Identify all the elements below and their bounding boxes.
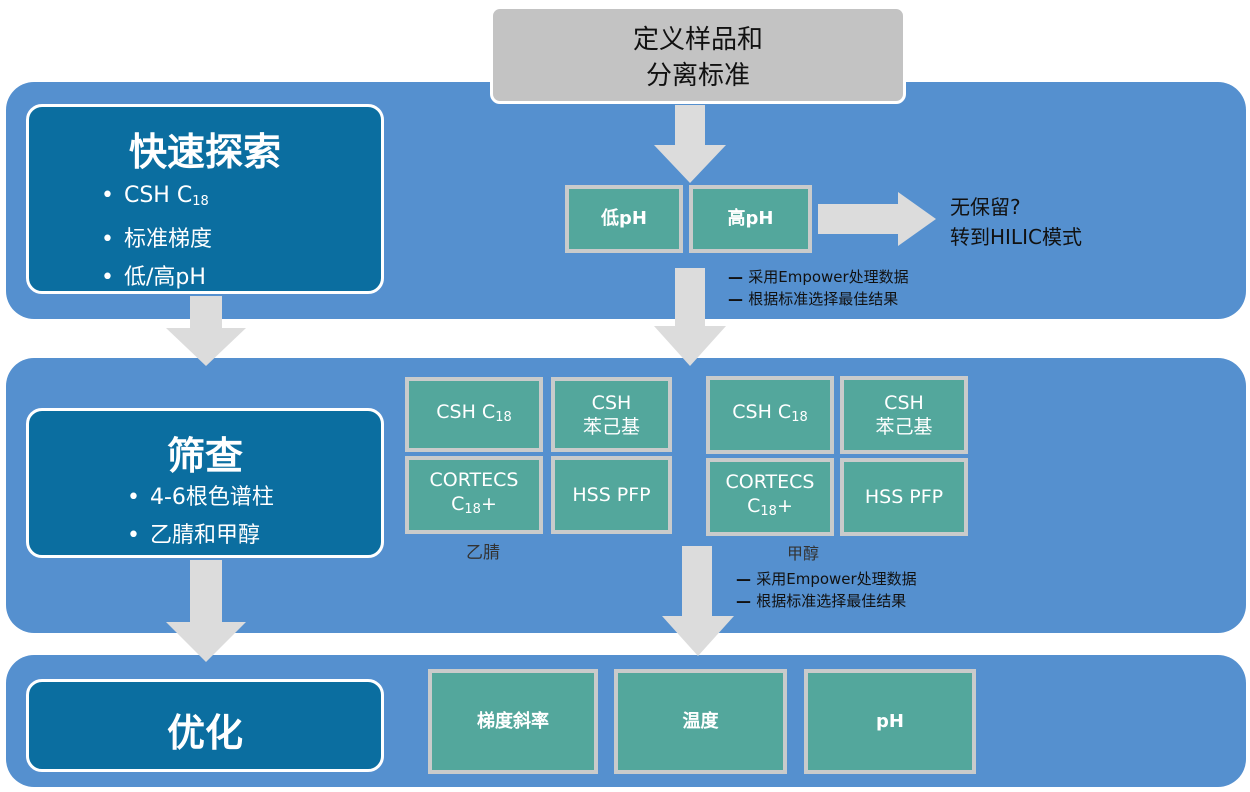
arrow-down-icon: [654, 268, 726, 366]
stage1-bullet: 低/高pH: [101, 259, 212, 297]
box-gradient-slope: 梯度斜率: [428, 669, 598, 774]
stage2-bullets: 4-6根色谱柱 乙腈和甲醇: [127, 479, 274, 555]
box-temperature: 温度: [614, 669, 787, 774]
start-line1: 定义样品和: [632, 25, 763, 55]
box-acn-hss-pfp: HSS PFP: [551, 456, 672, 534]
label-acetonitrile: 乙腈: [466, 543, 500, 563]
stage-optimization: 优化: [26, 679, 384, 772]
stage-screening: 筛查 4-6根色谱柱 乙腈和甲醇: [26, 408, 384, 558]
start-box: 定义样品和 分离标准: [490, 6, 906, 104]
box-meoh-hss-pfp: HSS PFP: [840, 458, 968, 536]
stage2-notes: 采用Empower处理数据 根据标准选择最佳结果: [736, 568, 916, 612]
stage1-title: 快速探索: [128, 130, 281, 174]
stage3-title: 优化: [166, 711, 243, 755]
stage1-bullet: CSH C18: [101, 177, 212, 221]
arrow-down-icon: [166, 560, 246, 662]
box-low-ph: 低pH: [565, 185, 683, 253]
hilic-text: 无保留? 转到HILIC模式: [950, 195, 1082, 249]
box-high-ph: 高pH: [689, 185, 812, 253]
stage2-bullet: 4-6根色谱柱: [127, 479, 274, 517]
arrow-down-icon: [654, 105, 726, 183]
arrow-down-icon: [662, 546, 734, 656]
arrow-down-icon: [166, 296, 246, 366]
stage2-bullet: 乙腈和甲醇: [127, 517, 274, 555]
stage2-title: 筛查: [166, 434, 243, 478]
box-acn-csh-c18: CSH C18: [405, 377, 543, 452]
box-ph: pH: [804, 669, 976, 774]
stage1-bullets: CSH C18 标准梯度 低/高pH: [101, 177, 212, 297]
stage1-bullet: 标准梯度: [101, 221, 212, 259]
stage-rapid-exploration: 快速探索 CSH C18 标准梯度 低/高pH: [26, 104, 384, 294]
box-meoh-csh-c18: CSH C18: [706, 376, 834, 454]
label-methanol: 甲醇: [787, 544, 820, 563]
arrow-right-icon: [818, 192, 936, 246]
start-line2: 分离标准: [645, 61, 750, 91]
stage1-notes: 采用Empower处理数据 根据标准选择最佳结果: [728, 266, 908, 310]
